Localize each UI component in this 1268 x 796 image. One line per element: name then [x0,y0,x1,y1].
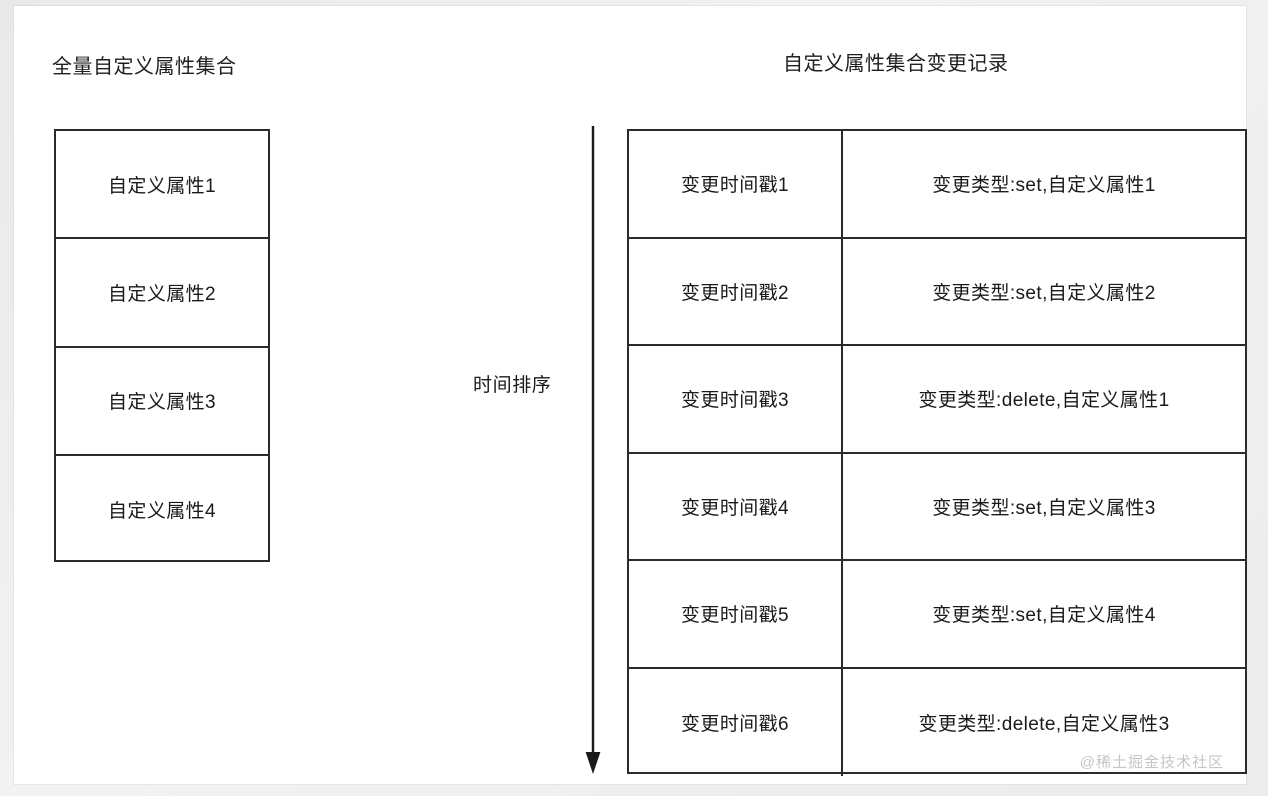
timeline-label: 时间排序 [473,375,552,396]
table-row: 变更时间戳4 变更类型:set,自定义属性3 [629,453,1245,561]
diagram-sheet: 全量自定义属性集合 自定义属性1 自定义属性2 自定义属性3 自定义属性4 时间… [14,6,1247,784]
table-row: 变更时间戳2 变更类型:set,自定义属性2 [629,238,1245,346]
timestamp-cell: 变更时间戳3 [629,346,843,452]
attribute-cell: 自定义属性1 [108,175,216,197]
timestamp-cell: 变更时间戳4 [629,453,843,559]
timestamp-cell: 变更时间戳1 [629,131,843,237]
table-row: 自定义属性1 [56,131,268,240]
event-cell: 变更类型:delete,自定义属性1 [918,390,1170,412]
left-panel-title: 全量自定义属性集合 [52,56,237,78]
table-row: 变更时间戳5 变更类型:set,自定义属性4 [629,561,1245,669]
table-row: 自定义属性4 [56,456,268,564]
event-cell: 变更类型:set,自定义属性2 [932,282,1156,304]
table-row: 变更时间戳1 变更类型:set,自定义属性1 [629,131,1245,239]
attribute-cell: 自定义属性2 [108,283,216,305]
table-row: 自定义属性2 [56,239,268,348]
timestamp-cell: 变更时间戳6 [629,668,843,776]
event-cell: 变更类型:delete,自定义属性3 [918,713,1170,735]
watermark: @稀土掘金技术社区 [1079,754,1224,771]
change-log-table: 变更时间戳1 变更类型:set,自定义属性1 变更时间戳2 变更类型:set,自… [627,129,1247,776]
attribute-cell: 自定义属性3 [108,392,216,414]
timestamp-cell: 变更时间戳5 [629,561,843,667]
table-row: 变更时间戳6 变更类型:delete,自定义属性3 [629,668,1245,776]
attribute-cell: 自定义属性4 [108,501,216,523]
event-cell: 变更类型:set,自定义属性1 [932,175,1156,197]
table-row: 自定义属性3 [56,348,268,456]
timestamp-cell: 变更时间戳2 [629,238,843,344]
event-cell: 变更类型:set,自定义属性3 [932,497,1156,519]
right-panel-title: 自定义属性集合变更记录 [783,53,1009,75]
table-row: 变更时间戳3 变更类型:delete,自定义属性1 [629,346,1245,454]
event-cell: 变更类型:set,自定义属性4 [932,605,1156,627]
full-attribute-set-table: 自定义属性1 自定义属性2 自定义属性3 自定义属性4 [54,129,270,562]
down-arrow-icon [585,126,601,774]
